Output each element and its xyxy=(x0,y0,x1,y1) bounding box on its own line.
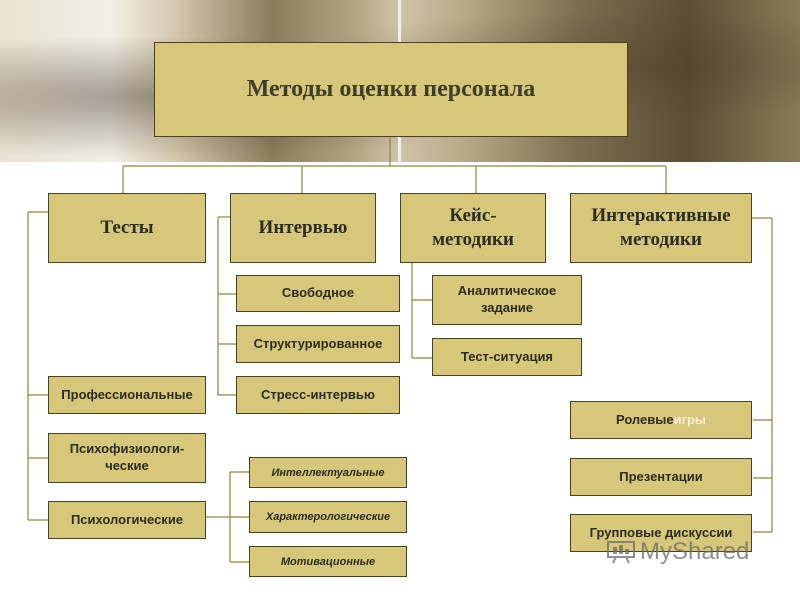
leaf-psychological: Психологические xyxy=(48,501,206,539)
leaf-analytical-task: Аналитическое задание xyxy=(432,275,582,325)
leaf-motivational: Мотивационные xyxy=(249,546,407,577)
leaf-stress-interview-label: Стресс-интервью xyxy=(260,386,375,402)
role-play-word-2: игры xyxy=(673,411,707,427)
leaf-stress-interview: Стресс-интервью xyxy=(236,376,400,414)
leaf-professional-label: Профессиональные xyxy=(61,386,193,402)
category-tests-label: Тесты xyxy=(100,217,154,239)
diagram-title-box: Методы оценки персонала xyxy=(154,42,628,137)
watermark-text: MyShared xyxy=(640,538,750,565)
presentation-board-icon xyxy=(607,541,635,564)
watermark: MyShared xyxy=(606,538,749,566)
leaf-psychophysiological-label: Психофизиологи- ческие xyxy=(69,441,185,473)
leaf-presentations: Презентации xyxy=(570,458,752,496)
leaf-role-play: Ролевыеигры xyxy=(570,401,752,439)
leaf-motivational-label: Мотивационные xyxy=(280,555,376,568)
leaf-test-situation: Тест-ситуация xyxy=(432,338,582,376)
leaf-structured-interview-label: Структурированное xyxy=(253,335,383,351)
leaf-free-interview: Свободное xyxy=(236,275,400,312)
category-interactive-methods-label: Интерактивные методики xyxy=(591,205,731,250)
leaf-group-discussions-label: Групповые дискуссии xyxy=(589,524,733,540)
leaf-psychophysiological: Психофизиологи- ческие xyxy=(48,433,206,483)
leaf-free-interview-label: Свободное xyxy=(281,285,355,301)
leaf-intellectual-label: Интеллектуальные xyxy=(271,466,385,479)
leaf-professional: Профессиональные xyxy=(48,376,206,414)
leaf-analytical-task-label: Аналитическое задание xyxy=(457,283,557,315)
category-case-methods: Кейс- методики xyxy=(400,193,546,263)
leaf-characterological: Характерологические xyxy=(249,501,407,533)
category-interview-label: Интервью xyxy=(258,217,348,239)
category-interview: Интервью xyxy=(230,193,376,263)
leaf-intellectual: Интеллектуальные xyxy=(249,457,407,488)
category-case-methods-label: Кейс- методики xyxy=(432,205,514,250)
leaf-group-discussions: Групповые дискуссии xyxy=(570,514,752,552)
leaf-structured-interview: Структурированное xyxy=(236,325,400,363)
leaf-test-situation-label: Тест-ситуация xyxy=(460,348,554,364)
leaf-psychological-label: Психологические xyxy=(70,511,184,527)
category-interactive-methods: Интерактивные методики xyxy=(570,193,752,263)
leaf-characterological-label: Характерологические xyxy=(265,511,391,523)
role-play-word-1: Ролевые xyxy=(615,411,674,427)
diagram-title: Методы оценки персонала xyxy=(246,76,536,102)
leaf-role-play-label: Ролевыеигры xyxy=(616,412,706,429)
category-tests: Тесты xyxy=(48,193,206,263)
leaf-presentations-label: Презентации xyxy=(619,468,703,484)
